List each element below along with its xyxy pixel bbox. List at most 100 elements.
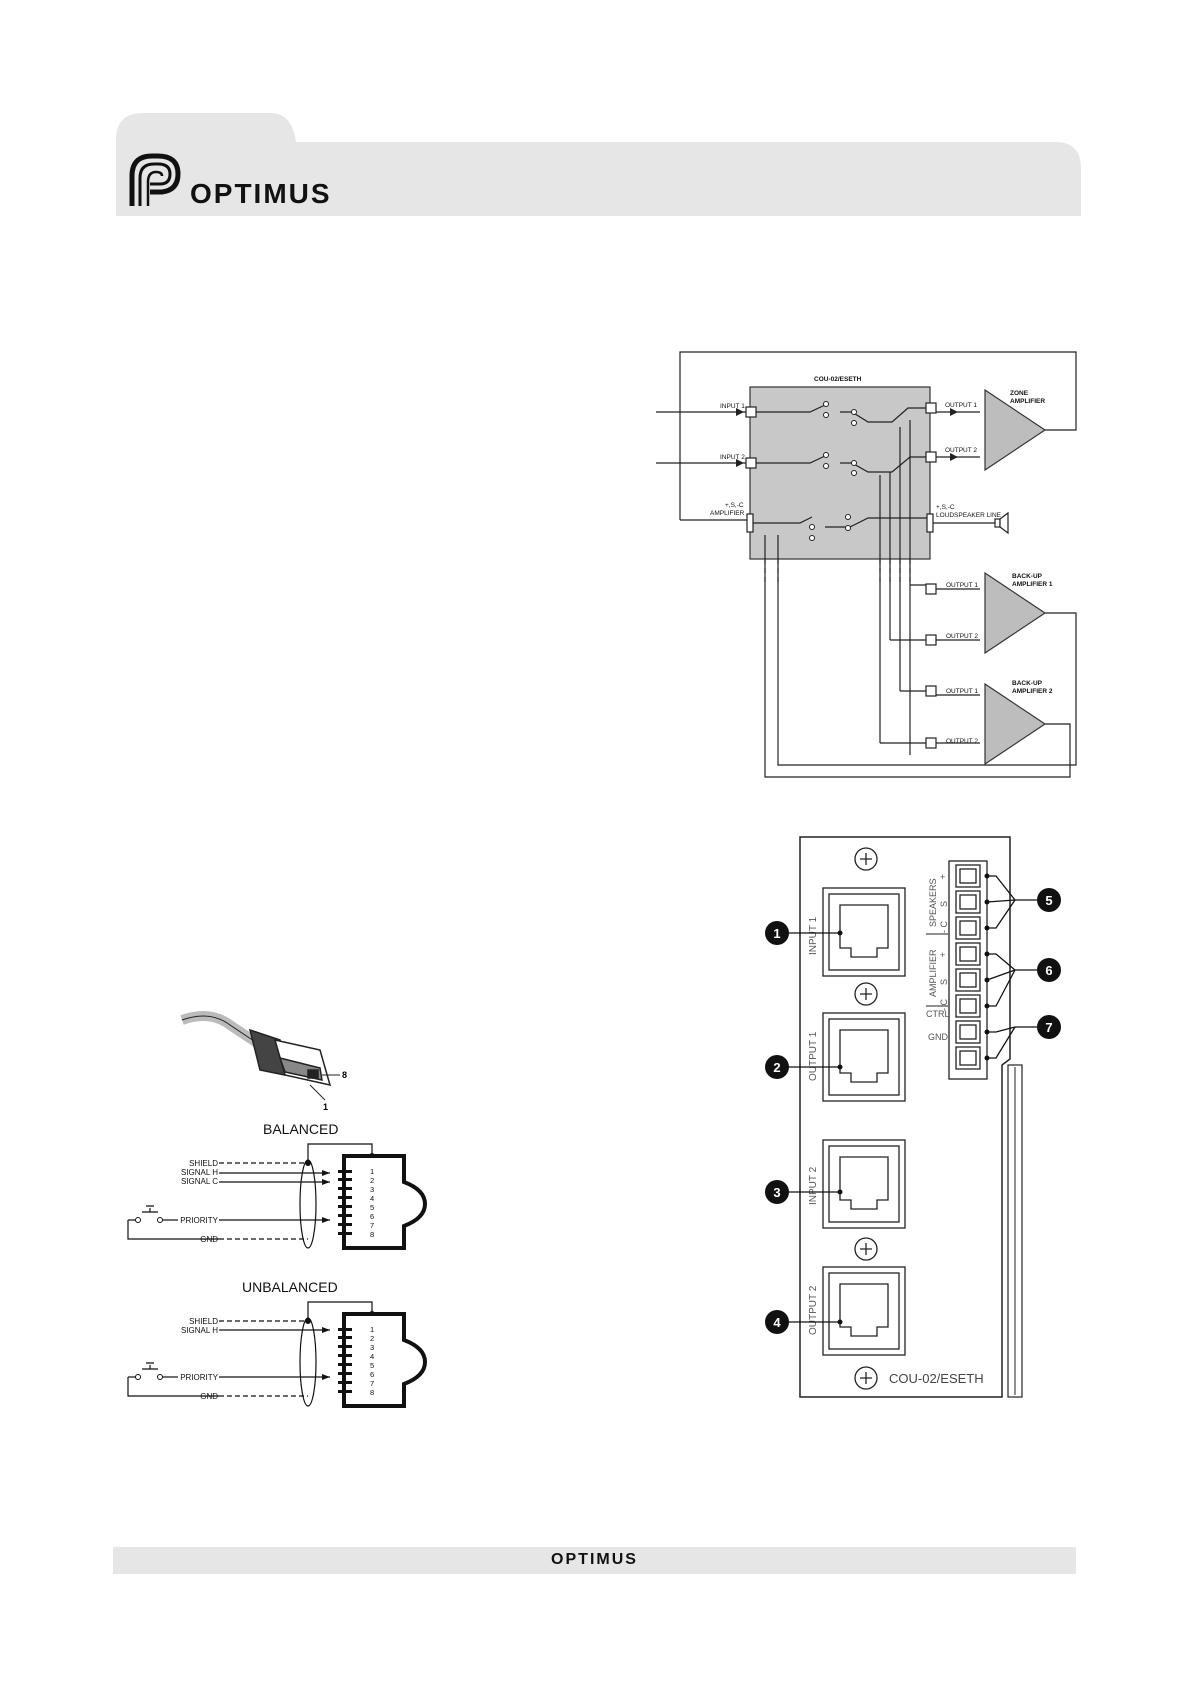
label-backup1-l1: BACK-UP [1012,573,1043,580]
panel-model-label: COU-02/ESETH [889,1371,984,1386]
balanced-signal-h-label: SIGNAL H [181,1168,218,1177]
label-speakers-plus: + [940,872,945,882]
balanced-pin: 2 [370,1176,374,1185]
unbalanced-shield-label: SHIELD [189,1317,218,1326]
label-ls-line1: +,S,-C [936,504,955,511]
label-speakers-s: S [939,901,949,907]
balanced-priority-label: PRIORITY [180,1216,218,1225]
label-ctrl: CTRL [926,1009,950,1019]
label-amplifier: AMPLIFIER [928,949,938,997]
panel-outline [799,836,1011,1398]
pin-8-label: 8 [342,1070,347,1080]
callout-1-badge [765,921,789,945]
callout-4-badge [765,1310,789,1334]
label-speakers: SPEAKERS [928,878,938,927]
rj45-jack-unbalanced [338,1312,428,1408]
label-b2-out2: OUTPUT 2 [946,738,978,745]
pin-1-label: 1 [323,1102,328,1112]
screw-icon [854,847,878,1390]
callout-5: 5 [1045,893,1052,908]
unbalanced-pin: 4 [370,1352,374,1361]
balanced-pin: 4 [370,1194,374,1203]
label-backup2-l1: BACK-UP [1012,680,1043,687]
label-amp-line1: +,S,-C [725,502,744,509]
unbalanced-pin: 1 [370,1325,374,1334]
label-output-1: OUTPUT 1 [945,402,977,409]
label-b1-out1: OUTPUT 1 [946,582,978,589]
port-output-1 [822,1012,906,1102]
label-amp-s: S [939,979,949,985]
unbalanced-priority-label: PRIORITY [180,1373,218,1382]
port-label-output-2: OUTPUT 2 [808,1285,819,1335]
port-output-2 [822,1266,906,1356]
block-diagram: COU-02/ESETH INPUT 1 INPUT 2 +,S,-C AMPL… [640,345,1080,785]
balanced-shield-label: SHIELD [189,1159,218,1168]
balanced-pin: 6 [370,1212,374,1221]
backup-amplifier-1 [984,571,1047,655]
label-ls-line2: LOUDSPEAKER LINE [936,512,1002,519]
label-zone-1: ZONE [1010,390,1029,397]
label-gnd: GND [928,1032,949,1042]
unbalanced-gnd-label: GND [200,1392,218,1401]
balanced-pin: 8 [370,1230,374,1239]
balanced-pin: 3 [370,1185,374,1194]
balanced-title: BALANCED [263,1121,338,1137]
callout-5-badge [1037,888,1061,912]
label-amp-minus-c: - C [939,999,949,1011]
callout-2: 2 [773,1060,780,1075]
optimus-logo-icon [129,153,181,206]
callout-7-badge [1037,1015,1061,1039]
balanced-signal-c-label: SIGNAL C [181,1177,218,1186]
footer-brand: OPTIMUS [551,1551,638,1568]
label-input-2: INPUT 2 [720,454,745,461]
callout-2-badge [765,1055,789,1079]
header-graphic: OPTIMUS [116,113,1081,216]
unbalanced-wiring-diagram: UNBALANCED [120,1276,440,1421]
label-speakers-minus-c: - C [939,921,949,933]
module-title: COU-02/ESETH [814,376,862,383]
port-label-input-2: INPUT 2 [808,1166,819,1205]
page-header: OPTIMUS [0,0,1192,230]
balanced-pin: 1 [370,1167,374,1176]
callout-4: 4 [773,1315,781,1330]
loudspeaker-icon [994,511,1009,535]
unbalanced-pin: 3 [370,1343,374,1352]
label-output-2: OUTPUT 2 [945,447,977,454]
port-label-input-1: INPUT 1 [808,916,819,955]
label-b1-out2: OUTPUT 2 [946,633,978,640]
balanced-pin: 5 [370,1203,374,1212]
callout-6: 6 [1045,963,1052,978]
label-amp-plus: + [940,950,945,960]
callout-3-badge [765,1180,789,1204]
port-input-1 [822,887,906,977]
unbalanced-title: UNBALANCED [242,1279,338,1295]
terminal-block [948,860,988,1080]
label-zone-2: AMPLIFIER [1010,398,1045,405]
callout-3: 3 [773,1185,780,1200]
callout-7: 7 [1045,1020,1052,1035]
balanced-gnd-label: GND [200,1235,218,1244]
unbalanced-pin: 2 [370,1334,374,1343]
port-input-2 [822,1139,906,1229]
unbalanced-pin: 5 [370,1361,374,1370]
balanced-pin: 7 [370,1221,374,1230]
callout-6-badge [1037,958,1061,982]
label-backup1-l2: AMPLIFIER 1 [1012,581,1053,588]
page-footer: OPTIMUS [113,1547,1076,1574]
header-brand: OPTIMUS [190,178,332,209]
port-label-output-1: OUTPUT 1 [808,1031,819,1081]
callout-1: 1 [773,926,780,941]
rj45-plug-illustration: 8 1 [170,1000,370,1115]
rj45-jack-balanced [338,1154,428,1250]
unbalanced-pin: 8 [370,1388,374,1397]
label-backup2-l2: AMPLIFIER 2 [1012,688,1053,695]
zone-amplifier [984,388,1047,472]
backup-amplifier-2 [984,682,1047,766]
unbalanced-pin: 7 [370,1379,374,1388]
unbalanced-signal-h-label: SIGNAL H [181,1326,218,1335]
label-input-1: INPUT 1 [720,403,745,410]
label-b2-out1: OUTPUT 1 [946,688,978,695]
label-amp-line2: AMPLIFIER [710,510,745,517]
unbalanced-pin: 6 [370,1370,374,1379]
rear-panel-diagram: INPUT 1 OUTPUT 1 INPUT 2 OUTPUT 2 SPEAKE… [760,835,1080,1405]
